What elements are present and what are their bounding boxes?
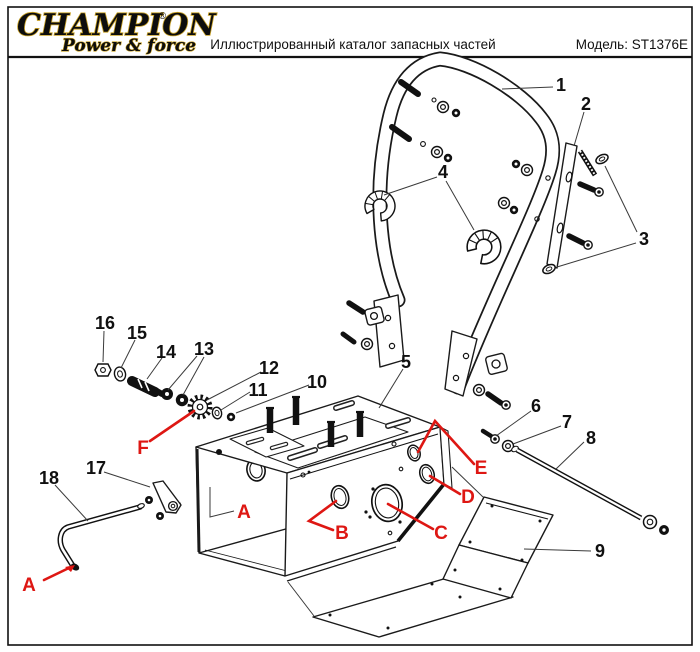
deflector-panel <box>442 466 554 599</box>
washer-11 <box>211 406 223 420</box>
ref-letter-C: C <box>434 523 448 544</box>
ref-letter-F: F <box>137 438 149 459</box>
housing-top-face <box>195 395 441 474</box>
tube-clamps <box>360 305 508 397</box>
callout-16: 16 <box>95 313 115 333</box>
reference-letters: A A B C D E F <box>22 438 487 596</box>
handle-leg-brackets <box>373 294 478 397</box>
housing-front-face <box>284 426 453 582</box>
callout-12: 12 <box>259 358 279 378</box>
hole-C <box>370 483 404 523</box>
bottom-plate <box>287 577 514 638</box>
callout-2: 2 <box>581 94 591 114</box>
callout-4: 4 <box>438 162 448 182</box>
mounting-studs <box>266 398 364 447</box>
callout-14: 14 <box>156 342 176 362</box>
washer-15 <box>113 366 127 382</box>
brand-logo: CHAMPION <box>17 8 217 43</box>
callout-3: 3 <box>639 229 649 249</box>
handle-fasteners <box>430 100 534 215</box>
callout-8: 8 <box>586 428 596 448</box>
callout-17: 17 <box>86 458 106 478</box>
callout-18: 18 <box>39 468 59 488</box>
callout-9: 9 <box>595 541 605 561</box>
callout-6: 6 <box>531 396 541 416</box>
chute-crank-bracket <box>542 142 609 275</box>
latch-bracket-17 <box>145 480 182 520</box>
callout-15: 15 <box>127 323 147 343</box>
shaft-14 <box>127 376 165 397</box>
ref-letter-A1: A <box>22 575 36 596</box>
ref-letter-B: B <box>335 523 349 544</box>
shift-carriage <box>229 427 305 458</box>
model-label: Модель: ST1376E <box>576 37 688 52</box>
callout-5: 5 <box>401 352 411 372</box>
ref-letter-E: E <box>475 458 488 479</box>
brand-tagline: Power & force <box>61 36 196 56</box>
callout-7: 7 <box>562 412 572 432</box>
worm-shaft-parts <box>94 363 236 422</box>
handle-bar <box>372 51 561 395</box>
reference-lines <box>42 409 476 582</box>
bolts <box>340 79 604 410</box>
nut-10 <box>226 412 236 422</box>
control-lever-18 <box>57 503 145 571</box>
housing-assembly <box>170 395 453 582</box>
cable-clip-lower <box>464 227 504 267</box>
header: CHAMPION ® Power & force Иллюстрированны… <box>16 7 688 56</box>
nut-16 <box>94 363 112 377</box>
page-title: Иллюстрированный каталог запасных частей <box>210 37 495 52</box>
callout-13: 13 <box>194 339 214 359</box>
chute-rod-parts <box>480 428 669 535</box>
callout-10: 10 <box>307 372 327 392</box>
ref-letter-A2: A <box>237 502 251 523</box>
callout-1: 1 <box>556 75 566 95</box>
callout-labels: 1 2 3 4 5 6 7 8 9 10 11 12 13 14 15 16 1… <box>39 75 649 561</box>
chute-cut-edge <box>396 482 446 543</box>
hole-D <box>418 463 436 485</box>
ref-letter-D: D <box>461 487 475 508</box>
callout-11: 11 <box>248 380 267 400</box>
page-border <box>7 6 693 646</box>
leader-lines <box>54 86 638 552</box>
registered-mark: ® <box>158 12 167 22</box>
